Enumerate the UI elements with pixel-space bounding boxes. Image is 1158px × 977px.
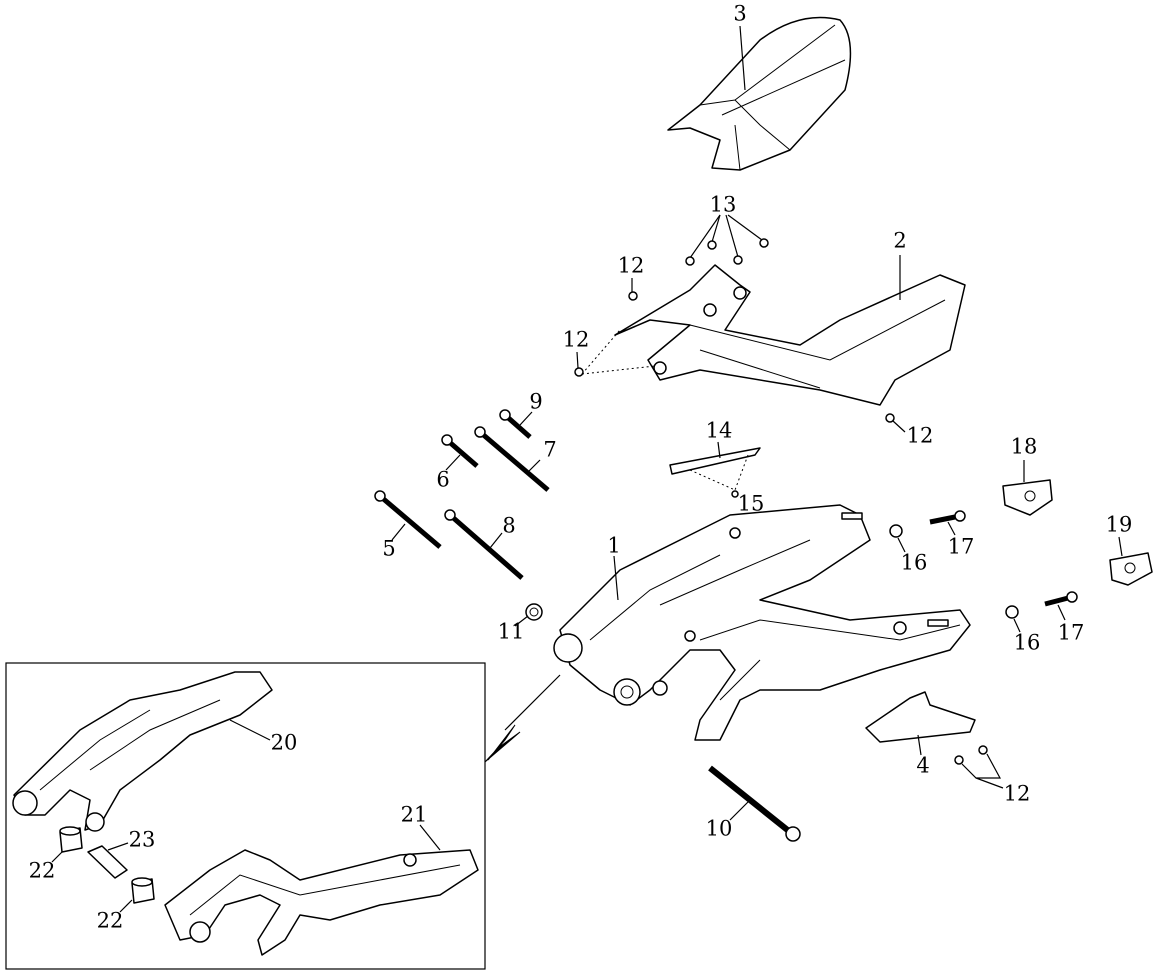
axle-part <box>708 765 801 842</box>
inset-box <box>5 662 486 970</box>
callout-right-arm-21: 21 <box>400 802 428 827</box>
callout-bolts-top: 13 <box>709 192 737 217</box>
hardware-part <box>889 460 1153 633</box>
callout-bracket-19: 19 <box>1105 512 1133 537</box>
callout-left-arm-20: 20 <box>270 730 298 755</box>
callout-guard-4: 4 <box>916 753 930 778</box>
callout-bolt-5: 5 <box>382 536 396 561</box>
top-bolts-part <box>685 214 769 266</box>
callout-nut-16: 16 <box>1013 630 1041 655</box>
callout-bolt-12: 12 <box>562 327 590 352</box>
callout-bolt-12: 12 <box>617 253 645 278</box>
chain-guard-part <box>865 691 1004 789</box>
callout-bolt-8: 8 <box>502 513 516 538</box>
callout-bushing-23: 23 <box>128 827 156 852</box>
callout-bracket-18: 18 <box>1010 434 1038 459</box>
callout-bushing-22: 22 <box>96 908 124 933</box>
callout-bolt-9: 9 <box>529 389 543 414</box>
callout-axle-10: 10 <box>705 816 733 841</box>
callout-seat: 3 <box>733 1 747 26</box>
callout-plate-14: 14 <box>705 418 733 443</box>
callout-bolt-12: 12 <box>906 423 934 448</box>
callout-bolt-17: 17 <box>1057 620 1085 645</box>
callout-nut-11: 11 <box>497 619 525 644</box>
plate-part <box>669 441 761 498</box>
callout-bolt-6: 6 <box>436 467 450 492</box>
callout-rear-frame: 2 <box>893 228 907 253</box>
swingarm-part <box>484 504 971 763</box>
callout-bolt-17: 17 <box>947 534 975 559</box>
callout-nut-16: 16 <box>900 550 928 575</box>
callout-bushing-22: 22 <box>28 858 56 883</box>
callout-bolt-12: 12 <box>1003 781 1031 806</box>
callout-swingarm: 1 <box>607 533 621 558</box>
callout-bolt-7: 7 <box>543 437 557 462</box>
seat-part <box>667 16 852 171</box>
bolts-part <box>374 409 550 627</box>
callout-screw-15: 15 <box>737 491 765 516</box>
rear-frame-part <box>574 255 966 433</box>
